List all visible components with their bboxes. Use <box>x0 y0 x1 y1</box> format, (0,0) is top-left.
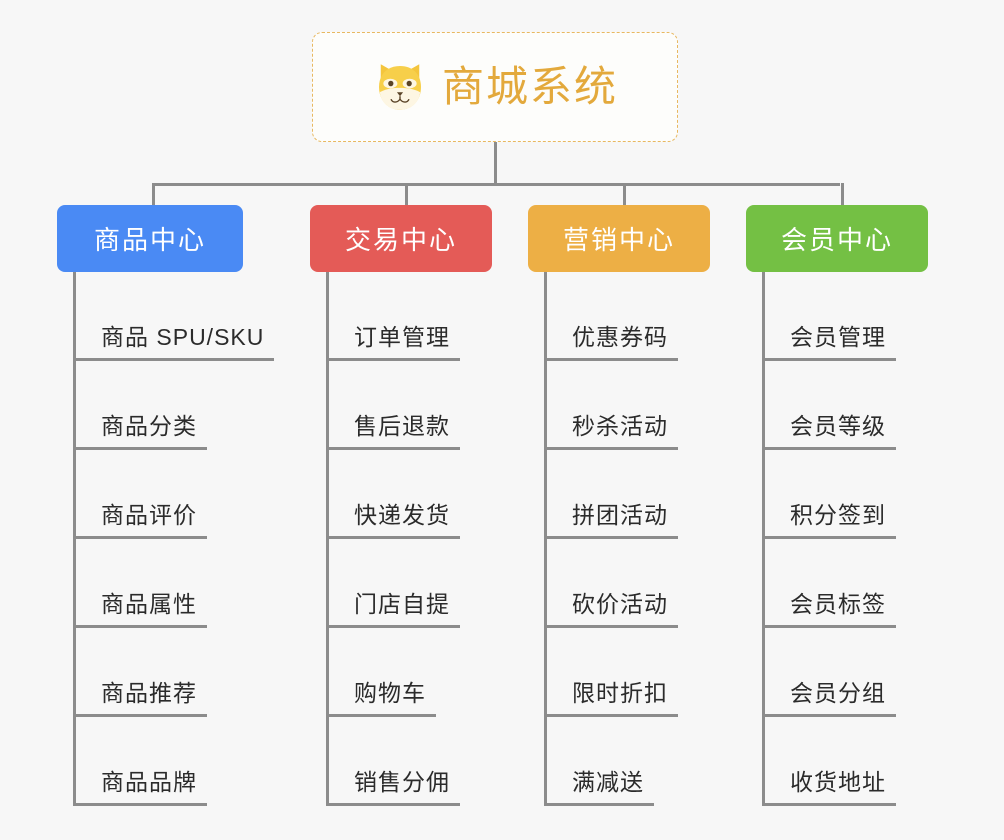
leaf-item[interactable]: 砍价活动 <box>544 539 678 628</box>
branch-trade-center: 交易中心订单管理售后退款快递发货门店自提购物车销售分佣 <box>310 205 492 806</box>
leaf-item[interactable]: 积分签到 <box>762 450 896 539</box>
leaf-item[interactable]: 商品属性 <box>73 539 207 628</box>
shiba-dog-icon <box>372 59 428 115</box>
leaf-item-label: 砍价活动 <box>544 590 678 628</box>
branch-product-center: 商品中心商品 SPU/SKU 商品分类商品评价商品属性商品推荐商品品牌 <box>57 205 275 806</box>
connector-drop-member-center <box>841 183 844 208</box>
leaf-item[interactable]: 商品品牌 <box>73 717 207 806</box>
leaf-item-label: 售后退款 <box>326 412 460 450</box>
leaf-item-label: 商品属性 <box>73 590 207 628</box>
category-header-label: 会员中心 <box>780 225 893 255</box>
category-header-label: 交易中心 <box>344 225 457 255</box>
leaf-item[interactable]: 限时折扣 <box>544 628 678 717</box>
category-header-label: 营销中心 <box>562 225 675 255</box>
connector-root-stem <box>494 142 497 185</box>
category-header-product-center[interactable]: 商品中心 <box>57 205 243 272</box>
category-header-marketing-center[interactable]: 营销中心 <box>528 205 710 272</box>
leaf-list-product-center: 商品 SPU/SKU 商品分类商品评价商品属性商品推荐商品品牌 <box>57 272 275 806</box>
branch-marketing-center: 营销中心优惠券码秒杀活动拼团活动砍价活动限时折扣满减送 <box>528 205 710 806</box>
category-header-member-center[interactable]: 会员中心 <box>746 205 928 272</box>
leaf-item-label: 门店自提 <box>326 590 460 628</box>
leaf-item[interactable]: 优惠券码 <box>544 272 678 361</box>
leaf-item-label: 拼团活动 <box>544 501 678 539</box>
connector-drop-product-center <box>152 183 155 208</box>
connector-spine-trade-center <box>326 272 329 806</box>
connector-spine-member-center <box>762 272 765 806</box>
leaf-item[interactable]: 商品评价 <box>73 450 207 539</box>
leaf-item-label: 积分签到 <box>762 501 896 539</box>
leaf-item[interactable]: 门店自提 <box>326 539 460 628</box>
category-header-trade-center[interactable]: 交易中心 <box>310 205 492 272</box>
leaf-item[interactable]: 订单管理 <box>326 272 460 361</box>
leaf-item-label: 购物车 <box>326 679 436 717</box>
leaf-item[interactable]: 购物车 <box>326 628 436 717</box>
root-title: 商城系统 <box>441 63 618 110</box>
connector-horizontal-bus <box>152 183 840 186</box>
leaf-item-label: 商品 SPU/SKU <box>73 323 275 361</box>
leaf-item-label: 会员标签 <box>762 590 896 628</box>
branch-member-center: 会员中心会员管理会员等级积分签到会员标签会员分组收货地址 <box>746 205 928 806</box>
root-node[interactable]: 商城系统 <box>312 32 678 142</box>
leaf-item[interactable]: 会员标签 <box>762 539 896 628</box>
leaf-item[interactable]: 满减送 <box>544 717 654 806</box>
leaf-item[interactable]: 快递发货 <box>326 450 460 539</box>
leaf-item-label: 销售分佣 <box>326 768 460 806</box>
leaf-item-label: 限时折扣 <box>544 679 678 717</box>
category-header-label: 商品中心 <box>93 225 206 255</box>
connector-spine-marketing-center <box>544 272 547 806</box>
connector-drop-trade-center <box>405 183 408 208</box>
leaf-item-label: 会员管理 <box>762 323 896 361</box>
leaf-item-label: 快递发货 <box>326 501 460 539</box>
leaf-item-label: 订单管理 <box>326 323 460 361</box>
leaf-item[interactable]: 商品 SPU/SKU <box>73 272 275 361</box>
leaf-item-label: 商品推荐 <box>73 679 207 717</box>
leaf-item-label: 会员等级 <box>762 412 896 450</box>
leaf-list-member-center: 会员管理会员等级积分签到会员标签会员分组收货地址 <box>746 272 928 806</box>
leaf-item-label: 会员分组 <box>762 679 896 717</box>
connector-spine-product-center <box>73 272 76 806</box>
leaf-item-label: 秒杀活动 <box>544 412 678 450</box>
leaf-item-label: 优惠券码 <box>544 323 678 361</box>
leaf-item[interactable]: 收货地址 <box>762 717 896 806</box>
leaf-item[interactable]: 拼团活动 <box>544 450 678 539</box>
leaf-item[interactable]: 会员等级 <box>762 361 896 450</box>
leaf-item[interactable]: 商品分类 <box>73 361 207 450</box>
leaf-item[interactable]: 会员管理 <box>762 272 896 361</box>
leaf-item-label: 商品评价 <box>73 501 207 539</box>
leaf-list-marketing-center: 优惠券码秒杀活动拼团活动砍价活动限时折扣满减送 <box>528 272 710 806</box>
leaf-item[interactable]: 销售分佣 <box>326 717 460 806</box>
leaf-item[interactable]: 会员分组 <box>762 628 896 717</box>
connector-drop-marketing-center <box>623 183 626 208</box>
leaf-item[interactable]: 售后退款 <box>326 361 460 450</box>
leaf-item-label: 商品品牌 <box>73 768 207 806</box>
leaf-list-trade-center: 订单管理售后退款快递发货门店自提购物车销售分佣 <box>310 272 492 806</box>
leaf-item-label: 商品分类 <box>73 412 207 450</box>
leaf-item[interactable]: 商品推荐 <box>73 628 207 717</box>
leaf-item-label: 收货地址 <box>762 768 896 806</box>
leaf-item-label: 满减送 <box>544 768 654 806</box>
leaf-item[interactable]: 秒杀活动 <box>544 361 678 450</box>
